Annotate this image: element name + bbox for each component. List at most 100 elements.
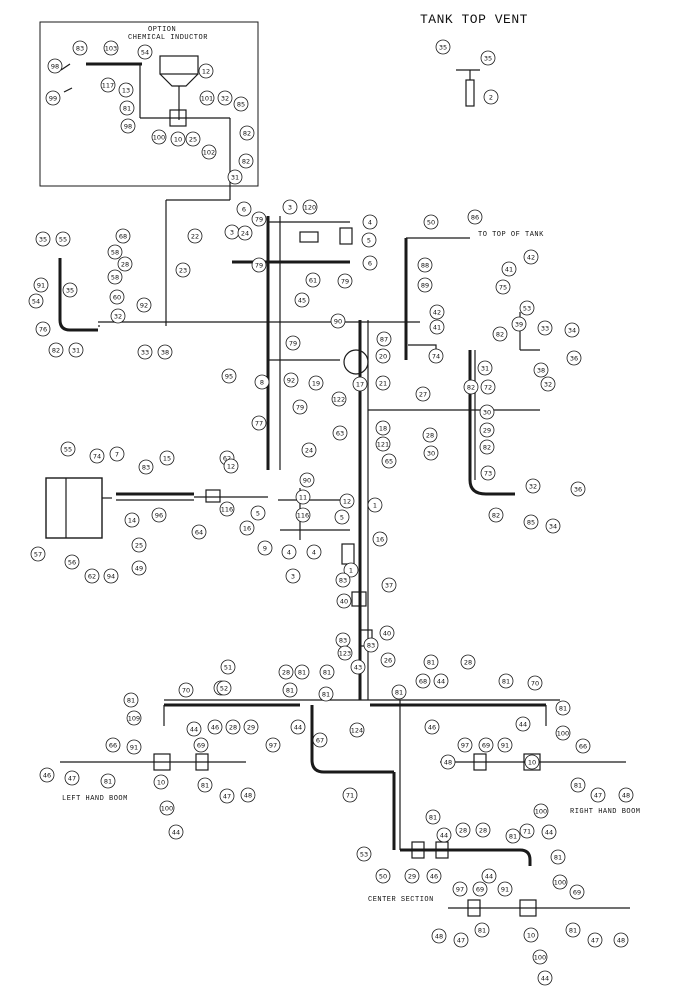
part-callout: 89 — [417, 277, 433, 293]
callout-balloon — [175, 262, 191, 278]
part-callout: 46 — [39, 767, 55, 783]
part-callout: 79 — [285, 335, 301, 351]
callout-number: 18 — [379, 424, 387, 432]
callout-number: 36 — [570, 354, 578, 362]
callout-balloon — [362, 255, 378, 271]
part-callout: 47 — [453, 932, 469, 948]
callout-balloon — [497, 737, 513, 753]
callout-number: 22 — [191, 232, 199, 240]
callout-balloon — [265, 737, 281, 753]
callout-balloon — [282, 199, 298, 215]
callout-number: 44 — [172, 828, 180, 836]
callout-balloon — [201, 144, 217, 160]
part-callout: 65 — [381, 453, 397, 469]
callout-number: 82 — [496, 330, 504, 338]
callout-balloon — [541, 824, 557, 840]
callout-number: 95 — [225, 372, 233, 380]
callout-balloon — [89, 448, 105, 464]
callout-number: 32 — [114, 312, 122, 320]
callout-number: 83 — [339, 636, 347, 644]
callout-number: 47 — [591, 936, 599, 944]
part-callout: 41 — [429, 319, 445, 335]
callout-number: 44 — [545, 828, 553, 836]
callout-balloon — [335, 572, 351, 588]
callout-balloon — [319, 664, 335, 680]
callout-balloon — [404, 868, 420, 884]
part-callout: 42 — [523, 249, 539, 265]
part-callout: 24 — [301, 442, 317, 458]
callout-number: 23 — [179, 266, 187, 274]
callout-number: 44 — [294, 723, 302, 731]
part-callout: 36 — [570, 481, 586, 497]
callout-number: 27 — [419, 390, 427, 398]
part-callout: 81 — [498, 673, 514, 689]
part-callout: 47 — [587, 932, 603, 948]
callout-number: 1 — [373, 501, 377, 509]
callout-number: 101 — [201, 94, 213, 102]
part-callout: 54 — [28, 293, 44, 309]
callout-balloon — [151, 507, 167, 523]
callout-number: 28 — [464, 658, 472, 666]
callout-number: 57 — [34, 550, 42, 558]
part-callout: 96 — [151, 507, 167, 523]
callout-balloon — [478, 737, 494, 753]
callout-number: 92 — [287, 376, 295, 384]
part-callout: 44 — [481, 868, 497, 884]
callout-balloon — [299, 472, 315, 488]
callout-number: 4 — [287, 548, 291, 556]
part-callout: 5 — [334, 509, 350, 525]
callout-balloon — [511, 316, 527, 332]
callout-balloon — [239, 125, 255, 141]
callout-number: 46 — [211, 723, 219, 731]
callout-balloon — [381, 453, 397, 469]
part-callout: 81 — [505, 828, 521, 844]
callout-balloon — [498, 673, 514, 689]
callout-balloon — [425, 809, 441, 825]
callout-balloon — [137, 344, 153, 360]
callout-number: 68 — [119, 232, 127, 240]
part-callout: 79 — [251, 211, 267, 227]
part-callout: 28 — [278, 664, 294, 680]
callout-number: 81 — [322, 690, 330, 698]
callout-number: 35 — [66, 286, 74, 294]
callout-balloon — [207, 719, 223, 735]
callout-balloon — [292, 399, 308, 415]
callout-number: 32 — [529, 482, 537, 490]
callout-balloon — [479, 404, 495, 420]
part-callout: 32 — [540, 376, 556, 392]
part-callout: 83 — [363, 637, 379, 653]
callout-number: 4 — [312, 548, 316, 556]
callout-balloon — [240, 787, 256, 803]
callout-balloon — [415, 386, 431, 402]
callout-balloon — [367, 497, 383, 513]
callout-number: 91 — [37, 281, 45, 289]
part-callout: 103 — [103, 40, 119, 56]
filter-120 — [299, 231, 319, 243]
part-callout: 20 — [375, 348, 391, 364]
option-inset-frame — [39, 21, 259, 187]
part-callout: 10 — [524, 754, 540, 770]
part-callout: 31 — [477, 360, 493, 376]
callout-number: 100 — [161, 804, 173, 812]
callout-balloon — [575, 738, 591, 754]
to-top-of-tank-label: TO TOP OF TANK — [478, 231, 544, 239]
part-callout: 100 — [555, 725, 571, 741]
callout-balloon — [540, 376, 556, 392]
part-callout: 48 — [613, 932, 629, 948]
callout-number: 82 — [483, 443, 491, 451]
callout-number: 11 — [299, 493, 307, 501]
part-callout: 122 — [331, 391, 347, 407]
callout-number: 20 — [379, 352, 387, 360]
callout-balloon — [117, 256, 133, 272]
callout-number: 62 — [223, 454, 231, 462]
callout-balloon — [45, 90, 61, 106]
callout-number: 50 — [379, 872, 387, 880]
part-callout: 81 — [123, 692, 139, 708]
callout-number: 82 — [492, 511, 500, 519]
callout-number: 122 — [333, 395, 345, 403]
callout-balloon — [423, 654, 439, 670]
callout-number: 36 — [574, 485, 582, 493]
part-callout: 3 — [224, 224, 240, 240]
part-callout: 83 — [138, 459, 154, 475]
callout-number: 2 — [489, 93, 493, 101]
